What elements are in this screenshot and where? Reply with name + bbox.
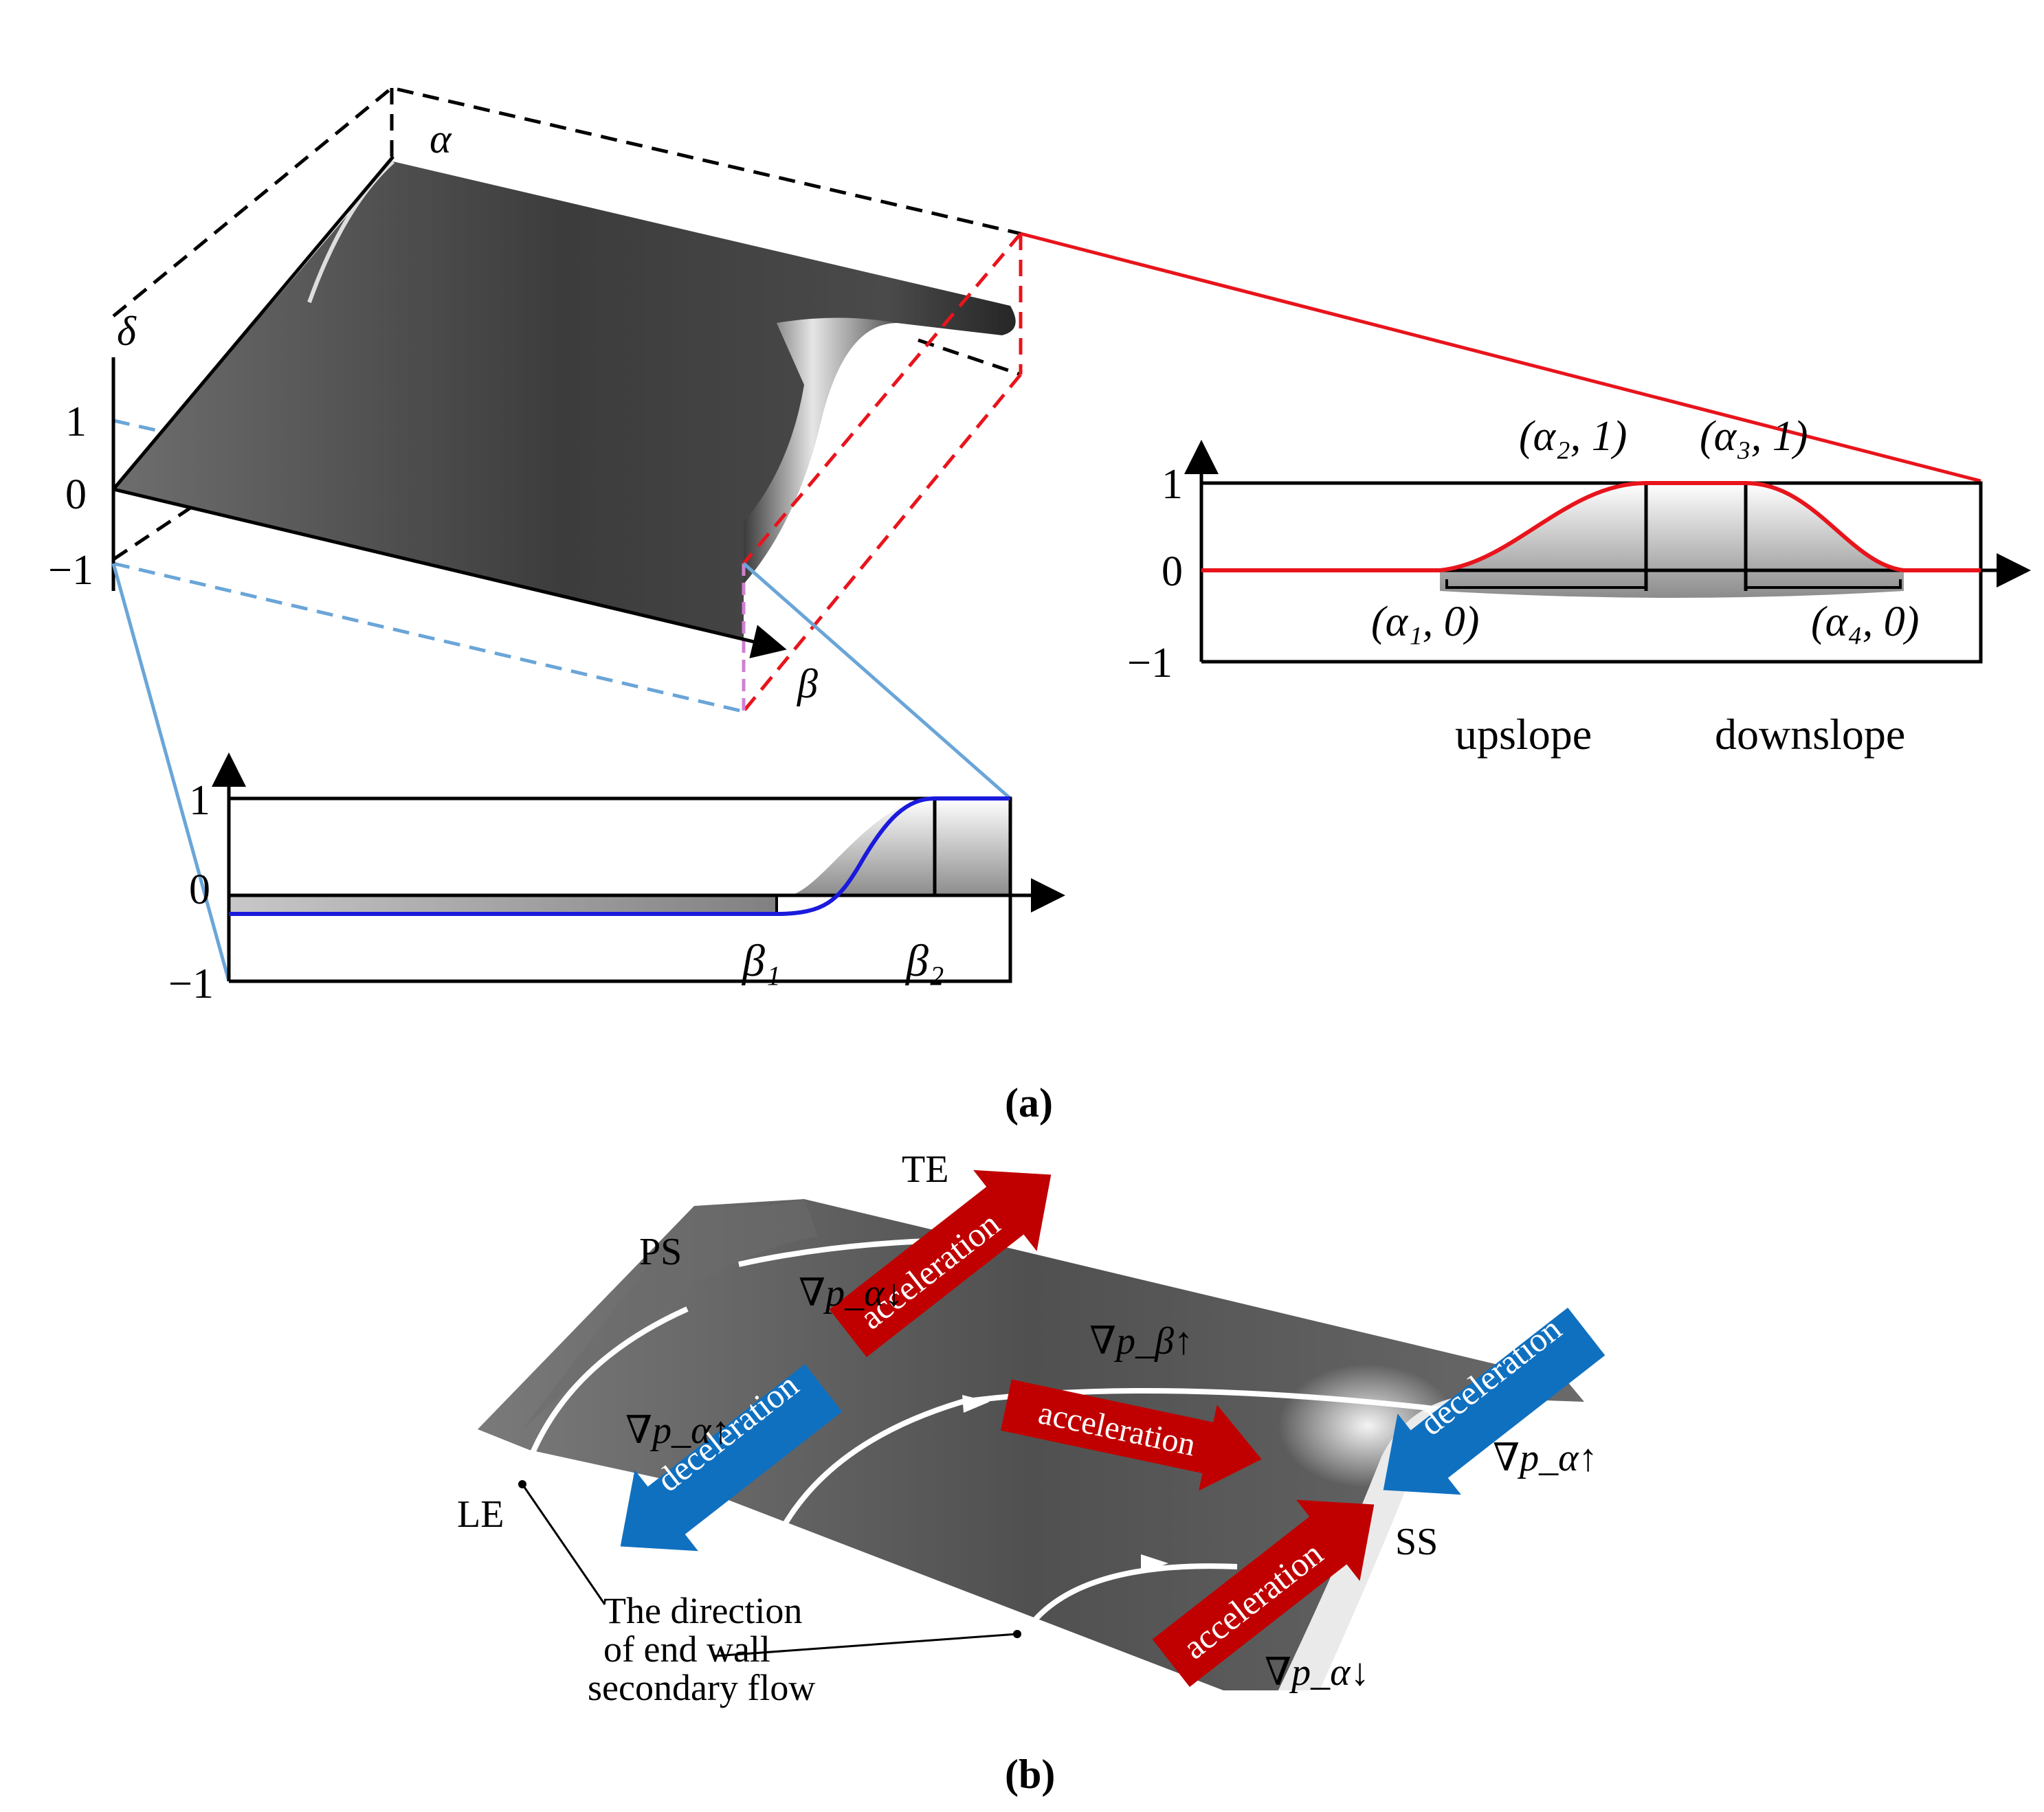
downslope-label: downslope (1715, 710, 1905, 759)
alpha-profile-connector (1020, 232, 1981, 483)
secondary-flow-annotation: The direction of end wall secondary flow (518, 1480, 1021, 1708)
ps-label: PS (639, 1231, 682, 1273)
alpha-axis-label: α (430, 116, 452, 161)
point-alpha3: (α₃, 1) (1700, 413, 1808, 460)
alpha-projection-box (742, 232, 1023, 713)
part-b: acceleration acceleration acceleration d… (457, 1148, 1606, 1797)
delta-axis-label: δ (117, 309, 137, 354)
point-alpha1: (α₁, 0) (1371, 599, 1479, 645)
caption-a: (a) (1005, 1080, 1053, 1126)
alpha-profile-curve (1201, 481, 1981, 572)
beta-profile-connectors (111, 562, 1012, 982)
alpha-profile: 1 0 −1 (α₂, 1) (α₃, 1) (α₁, 0) (α₄, 0) u… (1127, 413, 2031, 759)
point-alpha2: (α₂, 1) (1519, 413, 1627, 460)
surface-tick-0: 0 (65, 471, 87, 518)
grad-ps-top: ∇p_α↓ (799, 1272, 904, 1315)
grad-ss-bottom: ∇p_α↓ (1265, 1651, 1370, 1694)
beta-axis-label: β (797, 661, 818, 706)
alpha-tick-0: 0 (1162, 548, 1183, 595)
point-beta1: β₁ (741, 936, 781, 986)
alpha-tick-minus1: −1 (1127, 640, 1173, 686)
le-label: LE (457, 1493, 504, 1536)
beta-tick-0: 0 (189, 866, 210, 913)
annotation-line-3: secondary flow (588, 1667, 815, 1708)
part-a: α δ β 1 0 −1 1 0 −1 (α₂, 1) (α₃, 1) (α₁,… (48, 86, 2031, 1126)
surface-axes (111, 155, 787, 659)
alpha-tick-1: 1 (1162, 461, 1183, 508)
upslope-label: upslope (1455, 710, 1592, 759)
surface-tick-minus1: −1 (48, 547, 93, 594)
point-beta2: β₂ (904, 936, 944, 986)
grad-right-mid: ∇p_α↑ (1493, 1437, 1598, 1479)
te-label: TE (902, 1148, 948, 1191)
caption-b: (b) (1005, 1752, 1055, 1797)
point-alpha4: (α₄, 0) (1811, 599, 1919, 645)
grad-left-mid: ∇p_α↑ (625, 1409, 731, 1452)
beta-profile: 1 0 −1 β₁ β₂ (168, 752, 1065, 1007)
surface-tick-1: 1 (65, 399, 87, 445)
beta-profile-curve (229, 796, 1010, 916)
beta-tick-minus1: −1 (168, 961, 214, 1007)
annotation-line-1: The direction (603, 1590, 802, 1631)
annotation-line-2: of end wall (603, 1629, 770, 1670)
ss-label: SS (1395, 1521, 1438, 1563)
grad-beta-up: ∇p_β↑ (1089, 1320, 1193, 1363)
beta-tick-1: 1 (189, 777, 210, 824)
